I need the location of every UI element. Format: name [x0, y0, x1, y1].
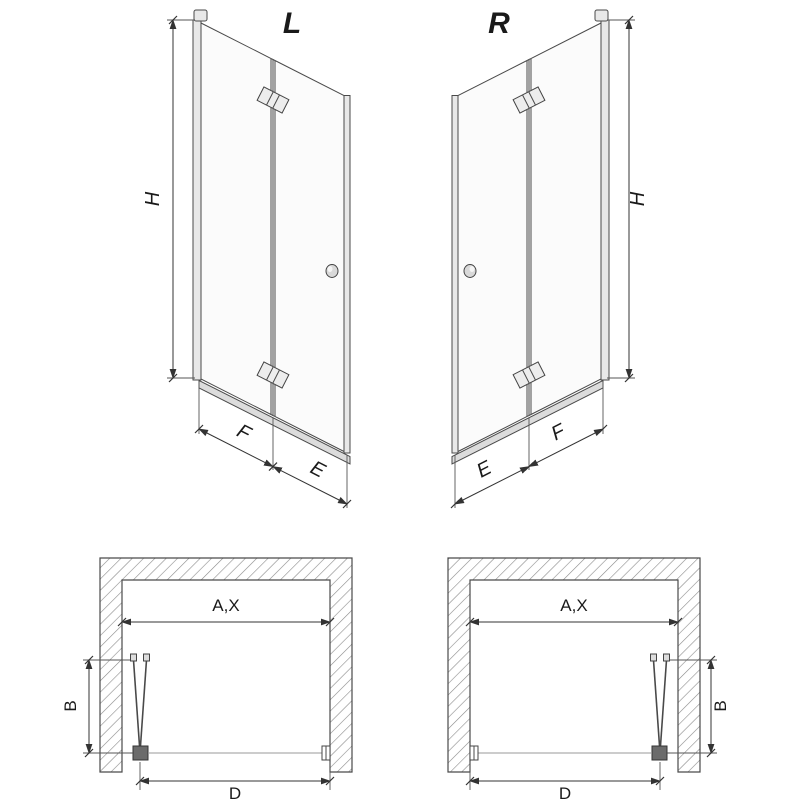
height-dim-label: H	[627, 191, 649, 206]
height-dimension: H	[607, 15, 649, 383]
folded-door-plan	[122, 653, 150, 761]
magnet-profile	[469, 745, 479, 761]
walls-hatched	[99, 557, 353, 773]
door-knob-icon	[325, 264, 339, 278]
height-dim-label: H	[142, 191, 164, 206]
right-door-drawing: R H	[450, 7, 649, 509]
entry-dimension: D	[135, 762, 335, 800]
panel-end-cap	[143, 653, 150, 662]
right-door-label: R	[488, 7, 510, 40]
wall-profile	[600, 19, 610, 381]
depth-dimension: B	[670, 655, 730, 758]
entry-dim-label: D	[229, 784, 241, 800]
top-bracket	[594, 9, 609, 22]
outer-seal-profile	[343, 95, 351, 454]
top-hinge-icon	[256, 86, 290, 114]
bottom-hinge-icon	[256, 361, 290, 389]
panel-f-dim-label: F	[233, 420, 255, 446]
glass-panel-hinge	[528, 22, 602, 417]
depth-dim-label: B	[61, 700, 80, 711]
depth-dimension: B	[61, 655, 130, 758]
panel-f-dim-label: F	[548, 419, 570, 445]
right-plan-view: A,X B D	[447, 557, 730, 800]
left-door-drawing: L	[142, 7, 352, 509]
opening-dim-label: A,X	[560, 596, 587, 615]
entry-dim-label: D	[559, 784, 571, 800]
depth-dim-label: B	[711, 700, 730, 711]
bottom-hinge-icon	[512, 361, 546, 389]
opening-dimension: A,X	[117, 596, 335, 627]
panel-e-dim-label: E	[307, 457, 329, 483]
panel-end-cap	[663, 653, 670, 662]
height-dimension: H	[142, 15, 195, 383]
pivot-block	[132, 745, 149, 761]
panel-end-cap	[650, 653, 657, 662]
wall-profile	[192, 19, 202, 381]
glass-panel-outer	[457, 58, 530, 453]
glass-panel-outer	[272, 58, 345, 453]
folded-door-plan	[650, 653, 678, 761]
pivot-block	[651, 745, 668, 761]
top-bracket	[193, 9, 208, 22]
outer-seal-profile	[451, 95, 459, 454]
glass-panel-hinge	[200, 22, 274, 417]
left-door-label: L	[283, 7, 301, 40]
panel-end-cap	[130, 653, 137, 662]
entry-dimension: D	[465, 762, 665, 800]
opening-dim-label: A,X	[212, 596, 239, 615]
door-knob-icon	[463, 264, 477, 278]
opening-dimension: A,X	[465, 596, 683, 627]
magnet-profile	[321, 745, 331, 761]
walls-hatched	[447, 557, 701, 773]
panel-e-dim-label: E	[473, 457, 495, 483]
left-plan-view: A,X B	[61, 557, 353, 800]
top-hinge-icon	[512, 86, 546, 114]
